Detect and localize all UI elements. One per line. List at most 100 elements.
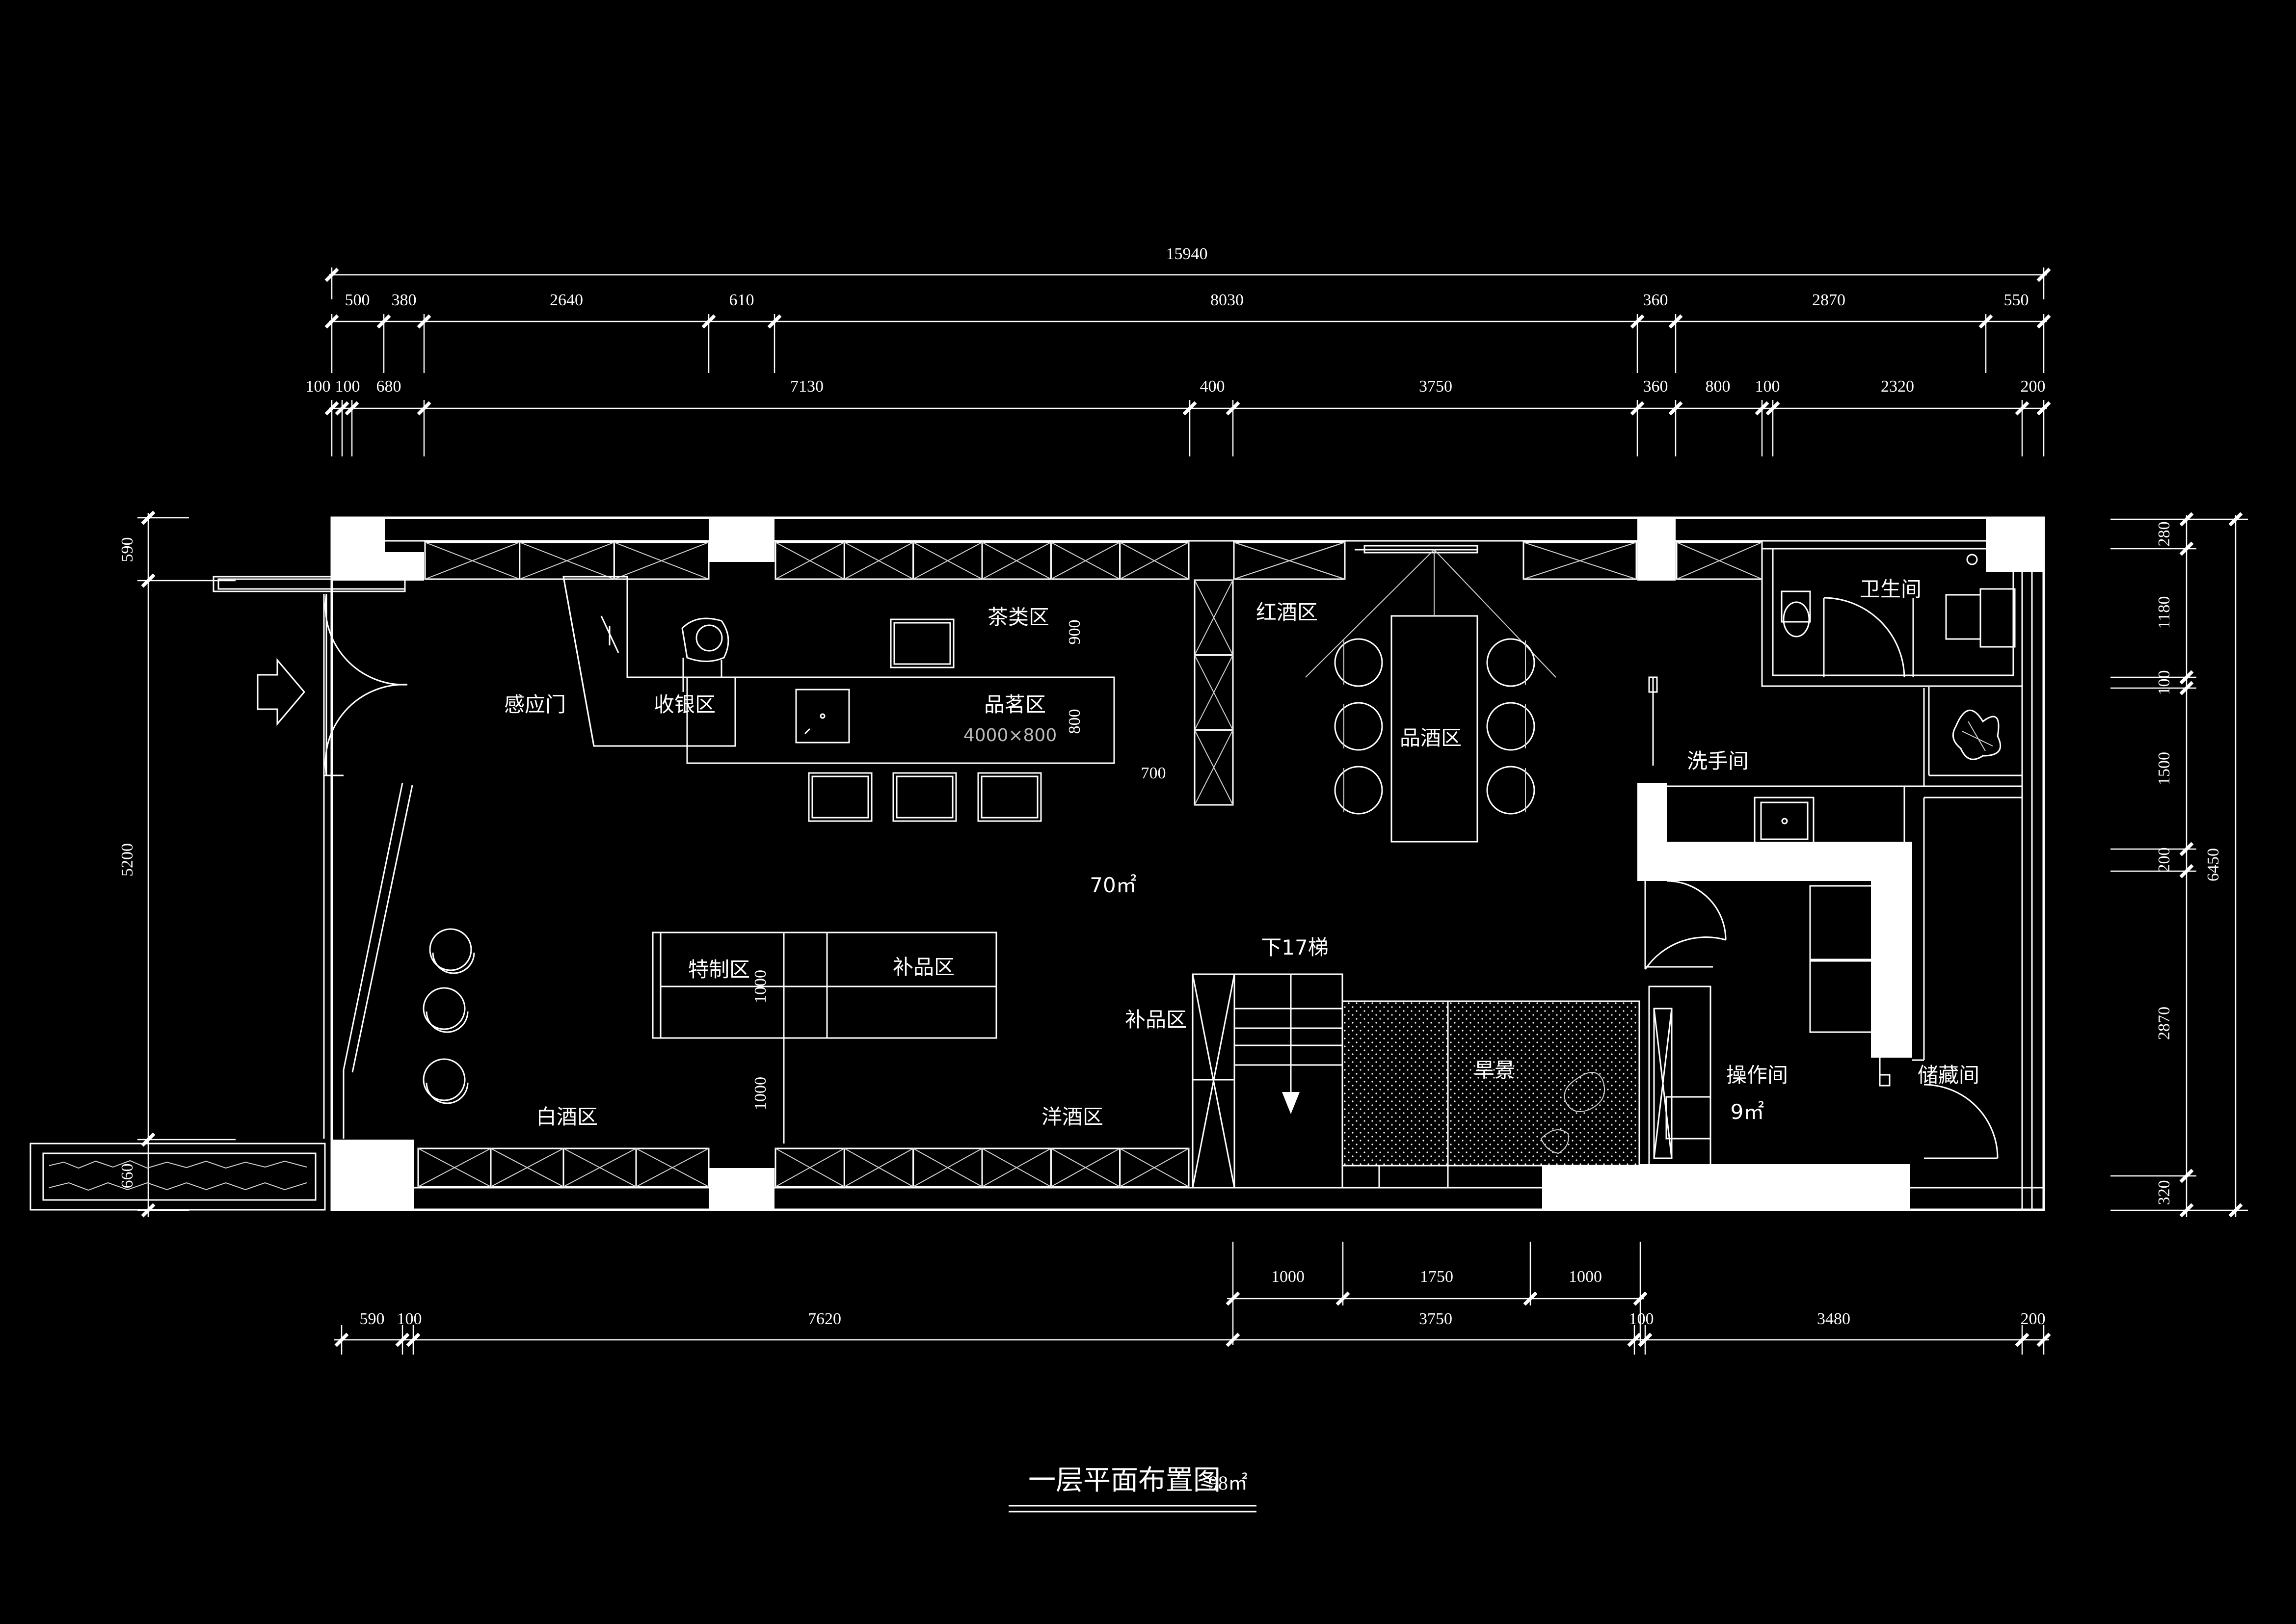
- label-washroom: 洗手间: [1687, 749, 1749, 773]
- cabinet-unit: [843, 1147, 914, 1188]
- dimension-lines: [137, 267, 2248, 1355]
- room-labels: 感应门 收银区 茶类区 品茗区 4000×800 红酒区 品酒区 卫生间 洗手间…: [504, 577, 1979, 1129]
- dim-top2: 2870: [1812, 291, 1845, 309]
- label-tea-size: 4000×800: [963, 725, 1057, 745]
- furniture: [29, 545, 2022, 1211]
- cabinet-unit: [613, 541, 710, 580]
- cabinet-unit: [635, 1147, 710, 1188]
- cabinet-unit: [774, 541, 845, 580]
- chair-icon: [1334, 766, 1383, 815]
- cabinet-unit: [1119, 1147, 1190, 1188]
- label-restroom: 卫生间: [1860, 577, 1922, 601]
- walls: [323, 516, 2045, 1211]
- title-text: 一层平面布置图: [1028, 1464, 1221, 1496]
- chair-icon: [1334, 702, 1383, 751]
- dim-right: 200: [2155, 848, 2173, 873]
- dim-top3: 800: [1706, 377, 1731, 396]
- person-icon: [681, 617, 729, 692]
- dim-top2: 610: [729, 291, 754, 309]
- label-wine-tasting: 品酒区: [1400, 726, 1462, 750]
- cabinet-unit: [1050, 541, 1121, 580]
- dim-top3: 400: [1200, 377, 1225, 396]
- cabinet-unit: [774, 1147, 845, 1188]
- dim-top3: 2320: [1881, 377, 1914, 396]
- dim-right: 2870: [2155, 1007, 2173, 1040]
- dim-bottom2: 3480: [1817, 1310, 1850, 1328]
- label-sensor-door: 感应门: [504, 692, 566, 717]
- cabinet-unit: [1676, 541, 1763, 580]
- cabinets: [417, 541, 1763, 1188]
- label-supplement: 补品区: [893, 955, 955, 979]
- cabinet-unit: [912, 1147, 983, 1188]
- dim-inner: 1000: [751, 1077, 770, 1110]
- dim-bottom1: 1750: [1420, 1268, 1453, 1286]
- dim-top2: 500: [345, 291, 370, 309]
- label-storage: 储藏间: [1918, 1063, 1979, 1087]
- dim-right: 1500: [2155, 752, 2173, 785]
- label-dry-landscape: 旱景: [1474, 1058, 1515, 1082]
- dim-bottom2: 590: [360, 1310, 385, 1328]
- dim-top3: 100: [306, 377, 331, 396]
- cabinet-unit: [843, 541, 914, 580]
- entry-arrow-icon: [257, 658, 305, 726]
- cabinet-unit: [1194, 579, 1234, 656]
- dim-left: 590: [118, 537, 136, 562]
- label-yangjiu: 洋酒区: [1041, 1105, 1103, 1129]
- dim-right: 1180: [2155, 596, 2173, 629]
- cabinet-unit: [417, 1147, 492, 1188]
- cabinet-unit: [490, 1147, 564, 1188]
- dim-top3: 7130: [790, 377, 824, 396]
- dim-bottom2: 100: [1629, 1310, 1654, 1328]
- dim-bottom2: 200: [2021, 1310, 2046, 1328]
- label-red-wine: 红酒区: [1256, 600, 1318, 624]
- label-operation-area: 9㎡: [1731, 1100, 1764, 1124]
- chair-icon: [1486, 638, 1535, 687]
- chair-icon: [1486, 702, 1535, 751]
- dim-left: 660: [118, 1164, 136, 1189]
- dim-right-total: 6450: [2204, 848, 2222, 881]
- label-tea-area: 茶类区: [988, 605, 1049, 629]
- dim-top2: 380: [392, 291, 417, 309]
- drawing-title: 一层平面布置图 98㎡: [1009, 1464, 1256, 1513]
- cabinet-unit: [912, 541, 983, 580]
- dim-bottom2: 100: [397, 1310, 422, 1328]
- dim-top2: 8030: [1210, 291, 1244, 309]
- plant-icon: [1952, 709, 2002, 760]
- label-special: 特制区: [688, 958, 750, 982]
- chair-icon: [1486, 766, 1535, 815]
- dim-top2: 2640: [550, 291, 583, 309]
- cabinet-unit: [1119, 541, 1190, 580]
- dim-left: 5200: [118, 843, 136, 877]
- dim-top2: 550: [2004, 291, 2029, 309]
- dim-top-total: 15940: [1166, 245, 1208, 263]
- cabinet-unit: [1050, 1147, 1121, 1188]
- cabinet-unit: [1233, 541, 1346, 580]
- cabinet-unit: [981, 1147, 1052, 1188]
- label-baijiu: 白酒区: [536, 1105, 598, 1129]
- dim-top2: 360: [1643, 291, 1668, 309]
- dry-landscape: [1341, 1000, 1640, 1167]
- cabinet-unit: [1194, 729, 1234, 806]
- dim-top3: 360: [1643, 377, 1668, 396]
- cabinet-unit: [981, 541, 1052, 580]
- dim-bottom2: 7620: [808, 1310, 841, 1328]
- cabinet-unit: [424, 541, 521, 580]
- cabinet-unit: [562, 1147, 637, 1188]
- cabinet-unit: [519, 541, 615, 580]
- dim-top3: 680: [376, 377, 401, 396]
- label-stairs-down: 下17梯: [1261, 935, 1328, 959]
- cabinet-unit: [1194, 654, 1234, 731]
- dim-bottom2: 3750: [1419, 1310, 1452, 1328]
- dim-right: 320: [2155, 1180, 2173, 1205]
- title-area: 98㎡: [1208, 1472, 1248, 1494]
- label-area: 70㎡: [1090, 873, 1136, 897]
- dim-inner: 900: [1066, 620, 1084, 645]
- label-cashier: 收银区: [654, 692, 716, 717]
- dim-top3: 100: [1755, 377, 1780, 396]
- dim-inner: 700: [1141, 764, 1166, 782]
- dim-inner: 800: [1066, 709, 1084, 734]
- chair-icon: [1334, 638, 1383, 687]
- dim-bottom1: 1000: [1569, 1268, 1602, 1286]
- dim-right: 100: [2155, 670, 2173, 695]
